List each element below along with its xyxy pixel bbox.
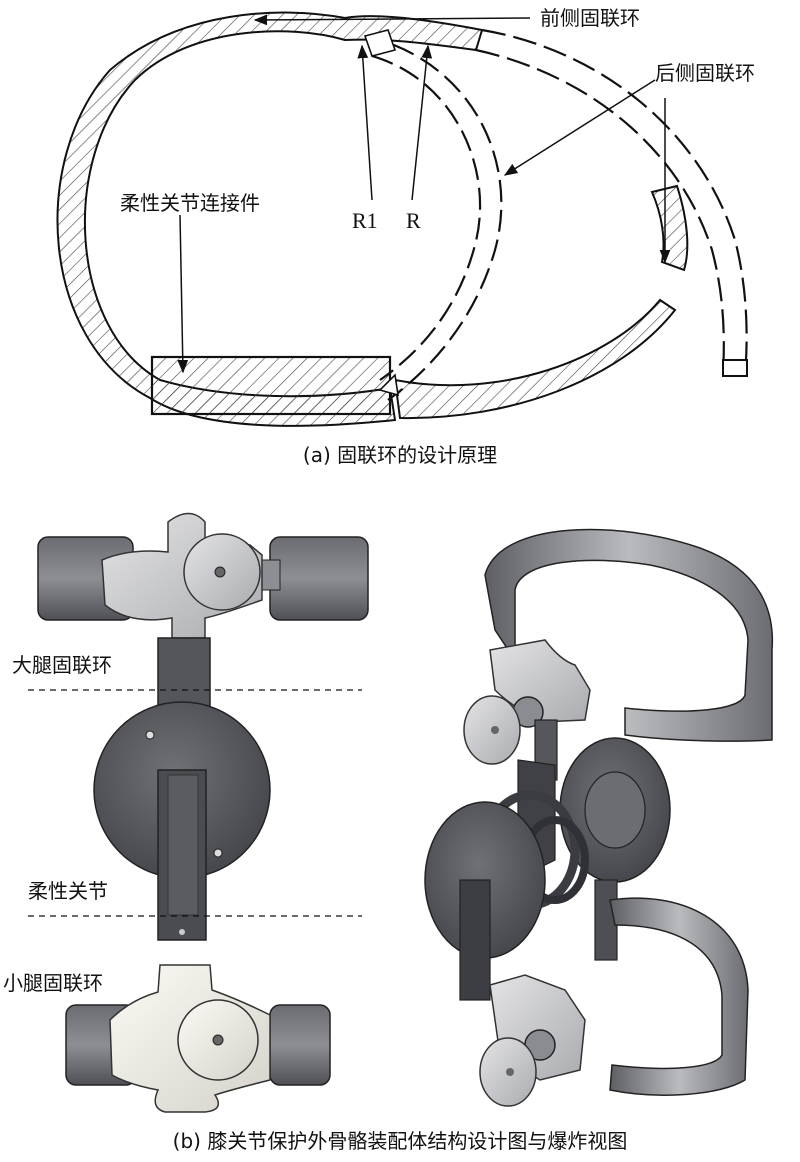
rear-ring-dashed-outer-right <box>481 28 748 376</box>
arrow-rear-ring-1 <box>503 79 656 176</box>
exploded-upper-knob-screw <box>491 726 499 734</box>
label-thigh-ring: 大腿固联环 <box>12 653 112 677</box>
label-rear-ring: 后侧固联环 <box>655 61 755 85</box>
ring-joint-notch <box>363 29 397 57</box>
thigh-link-bar <box>157 637 211 709</box>
figure-a-design-principle: 前侧固联环 后侧固联环 柔性关节连接件 R1 R (a) 固联环的设计原理 <box>56 6 755 467</box>
exploded-rear-disc-hub <box>584 771 646 849</box>
assembly-front-view: 大腿固联环 柔性关节 小腿固联环 <box>3 512 369 1113</box>
label-flexible-connector: 柔性关节连接件 <box>120 191 260 215</box>
rear-ring-dashed-inner-right <box>475 48 725 376</box>
arrow-connector <box>177 214 189 374</box>
exploded-thigh-bracket <box>489 639 591 723</box>
label-flexible-joint: 柔性关节 <box>28 879 108 903</box>
knee-disc-hole-2 <box>213 848 223 858</box>
arrow-r <box>411 44 433 201</box>
assembly-exploded-view <box>424 528 774 1107</box>
thigh-knob-screw <box>214 566 226 578</box>
thigh-band-hinge <box>261 559 281 591</box>
arrow-r1 <box>357 44 373 201</box>
label-r1: R1 <box>352 208 378 233</box>
front-fixing-ring-section <box>56 11 484 427</box>
flexible-joint-screw <box>179 929 185 935</box>
rear-ring-dashed-inner <box>371 54 482 381</box>
arrow-front-ring <box>253 14 531 26</box>
knee-disc-hole-1 <box>145 730 155 740</box>
rear-ring-end-cap <box>722 359 748 377</box>
caption-b: (b) 膝关节保护外骨骼装配体结构设计图与爆炸视图 <box>173 1129 628 1153</box>
exploded-lower-knob-screw <box>506 1068 514 1076</box>
rear-ring-segment <box>650 184 689 272</box>
label-r: R <box>406 208 421 233</box>
shank-knob-screw <box>212 1034 224 1046</box>
connector-wedge <box>378 373 399 397</box>
caption-a: (a) 固联环的设计原理 <box>303 443 497 467</box>
exploded-shank-band <box>609 897 749 1096</box>
flexible-joint-connector <box>150 355 392 416</box>
lower-ring-band <box>393 298 677 420</box>
label-front-ring: 前侧固联环 <box>540 6 640 30</box>
exploded-front-bar <box>459 879 491 1001</box>
shank-band-right <box>269 1004 331 1086</box>
flexible-joint-bar-face <box>167 774 199 916</box>
label-shank-ring: 小腿固联环 <box>3 971 103 995</box>
thigh-band-right <box>269 536 369 621</box>
rear-ring-dashed-outer <box>364 34 503 401</box>
exploded-thigh-band <box>484 528 774 742</box>
